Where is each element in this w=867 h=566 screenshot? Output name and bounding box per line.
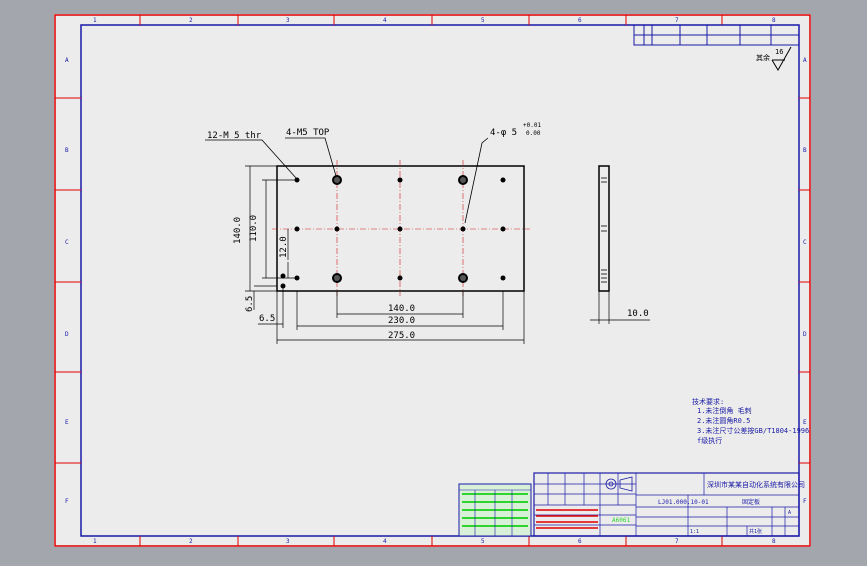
svg-text:4: 4 [383,17,387,24]
svg-text:D: D [803,331,807,338]
row-labels-right: A B C D E F [803,57,807,505]
svg-text:2: 2 [189,17,193,24]
svg-text:6: 6 [578,538,582,545]
tech-note-3: 3.未注尺寸公差按GB/T1804-1996 [697,426,809,435]
svg-text:A: A [803,57,807,64]
tech-note-2: 2.未注圆角R0.5 [697,416,750,425]
label-counterbore-holes: 4-M5 TOP [286,128,330,138]
version: A [788,510,791,516]
side-hidden-features [601,177,607,283]
side-outline [598,165,610,292]
title-block: 深圳市某某自动化系统有限公司 固定板 LJ01.000.10-01 A6061 … [458,472,805,537]
svg-text:B: B [65,147,69,154]
dim-left-offset: 6.5 [259,314,275,324]
dim-bottom-offset: 6.5 [245,296,255,312]
svg-text:16: 16 [775,48,783,56]
label-pin-tol-lower: 0.00 [526,130,541,137]
projection-symbol [605,476,633,492]
hole-pattern [280,175,506,289]
technical-requirements: 技术要求: 1.未注倒角 毛刺 2.未注圆角R0.5 3.未注尺寸公差按GB/T… [692,397,809,445]
vertical-dimension-lines [245,165,297,310]
company-name: 深圳市某某自动化系统有限公司 [707,480,805,489]
svg-text:3: 3 [286,17,290,24]
tech-note-1: 1.未注倒角 毛刺 [697,406,752,415]
red-note-rows [536,509,598,529]
label-pin-tol-upper: +0.01 [523,122,541,129]
dim-hole-span-inner: 140.0 [388,304,415,314]
horizontal-dimension-lines [258,286,525,344]
column-labels-bottom: 1 2 3 4 5 6 7 8 [93,538,776,545]
svg-text:3: 3 [286,538,290,545]
svg-text:C: C [803,239,807,246]
label-threaded-holes: 12-M 5 thr [207,131,262,141]
svg-text:5: 5 [481,17,485,24]
part-name: 固定板 [742,498,760,506]
label-pin-holes: 4-φ 5 [490,128,517,138]
title-block-frame [533,472,800,537]
svg-text:7: 7 [675,538,679,545]
svg-text:1: 1 [93,538,97,545]
side-view: 10.0 [590,165,650,324]
svg-text:5: 5 [481,538,485,545]
tech-notes-title: 技术要求: [692,397,724,406]
front-view: 12-M 5 thr 4-M5 TOP 4-φ 5 +0.01 0.00 140… [205,122,541,344]
svg-text:4: 4 [383,538,387,545]
svg-text:F: F [803,498,807,505]
dim-overall-height: 140.0 [233,217,243,244]
svg-text:2: 2 [189,538,193,545]
svg-text:F: F [65,498,69,505]
surface-roughness-mark: 其余 16 [756,46,792,71]
svg-text:7: 7 [675,17,679,24]
leader-lines [205,137,489,224]
sheet-count: 共1张 [749,528,762,535]
svg-text:E: E [65,419,69,426]
material: A6061 [612,517,630,524]
row-labels-left: A B C D E F [65,57,69,505]
dim-inner-height: 110.0 [249,215,259,242]
svg-text:A: A [65,57,69,64]
revision-table [633,24,800,46]
tech-note-4: f级执行 [697,436,722,445]
svg-text:8: 8 [772,538,776,545]
svg-text:8: 8 [772,17,776,24]
title-block-grid [534,473,799,536]
svg-text:D: D [65,331,69,338]
paper [54,14,811,547]
svg-text:6: 6 [578,17,582,24]
svg-text:1: 1 [93,17,97,24]
thickness-dimension-lines [590,291,650,324]
drawing-frame [80,24,800,537]
parts-table-grid [459,489,531,536]
svg-text:C: C [65,239,69,246]
svg-text:其余: 其余 [756,53,770,62]
svg-text:B: B [803,147,807,154]
dim-overall-width: 275.0 [388,331,415,341]
svg-text:E: E [803,419,807,426]
dim-hole-spacing-vertical: 12.0 [279,236,289,258]
dim-hole-span-outer: 230.0 [388,316,415,326]
drawing-number: LJ01.000.10-01 [658,499,709,506]
column-labels-top: 1 2 3 4 5 6 7 8 [93,17,776,24]
plate-outline [276,165,525,292]
scale: 1:1 [690,529,699,535]
zone-ticks [55,15,810,546]
dim-thickness: 10.0 [627,309,649,319]
